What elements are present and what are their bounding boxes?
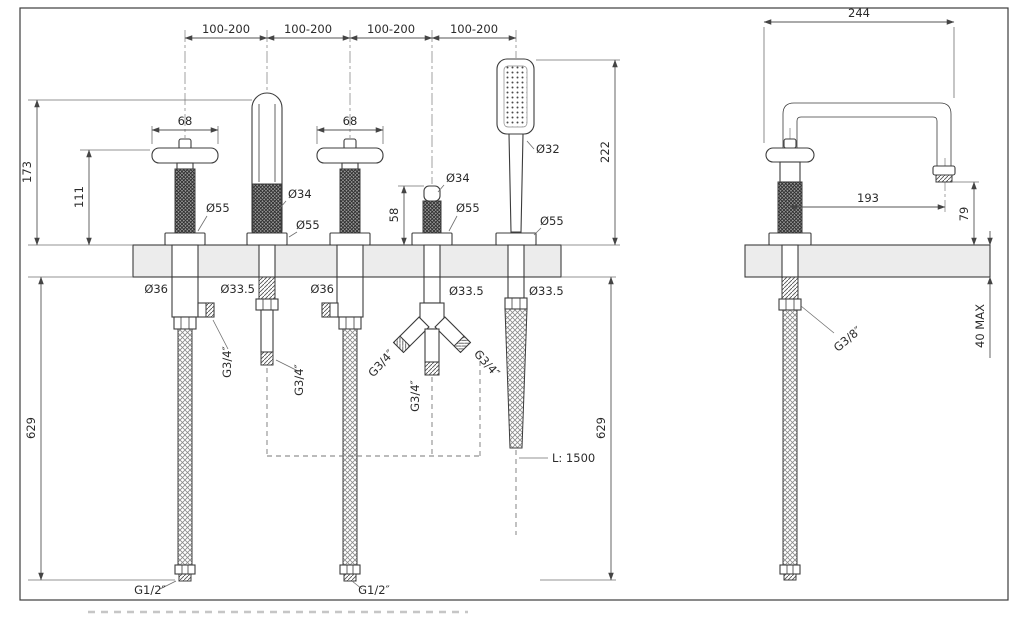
dim-hose-drop-right: 629 xyxy=(594,417,608,439)
dim-esc-dia-2: Ø55 xyxy=(296,218,320,232)
dim-handle-width-2: 68 xyxy=(343,114,358,128)
dim-spacing-3: 100-200 xyxy=(367,22,415,36)
thread-label-hose1: G1/2″ xyxy=(134,583,166,597)
swivel-spout xyxy=(765,102,956,581)
dim-handshower-height: 222 xyxy=(598,141,612,163)
dim-outlet-height: 79 xyxy=(957,207,971,222)
dim-shower-hose-length: L: 1500 xyxy=(552,451,595,465)
right-dimensions xyxy=(763,19,993,358)
dim-hose-drop-left: 629 xyxy=(24,417,38,439)
spray-face xyxy=(503,65,528,128)
dim-deck-max-thickness: 40 MAX xyxy=(973,304,987,348)
dim-body-dia-2: Ø36 xyxy=(310,282,334,296)
dim-hole-dia-spout: Ø33.5 xyxy=(220,282,255,296)
left-labels: 100-200 100-200 100-200 100-200 68 68 17… xyxy=(20,22,612,597)
dim-esc-dia-1: Ø55 xyxy=(206,201,230,215)
thread-label-right-spout: G3/8″ xyxy=(831,323,865,355)
dim-spacing-1: 100-200 xyxy=(202,22,250,36)
cross-handle-1 xyxy=(151,138,219,582)
supply-hose-2 xyxy=(342,328,358,566)
dim-hole-dia-diverter: Ø33.5 xyxy=(449,284,484,298)
left-dimensions xyxy=(28,35,620,590)
drawing-border xyxy=(19,7,1009,601)
dim-body-dia-1: Ø36 xyxy=(144,282,168,296)
centerlines xyxy=(184,30,517,184)
tub-spout xyxy=(246,92,288,366)
dim-hole-dia-holder: Ø33.5 xyxy=(529,284,564,298)
dim-diverter-height: 58 xyxy=(387,208,401,223)
right-labels: 244 193 79 40 MAX G3/8″ xyxy=(831,6,987,354)
left-drawing-bath-set: 100-200 100-200 100-200 100-200 68 68 17… xyxy=(20,22,620,597)
aerator xyxy=(932,165,956,176)
right-drawing-spout: 244 193 79 40 MAX G3/8″ xyxy=(744,6,993,581)
diverter xyxy=(392,185,472,376)
dim-esc-dia-4: Ø55 xyxy=(540,214,564,228)
dim-spout-projection: 193 xyxy=(857,191,879,205)
dim-spout-height: 173 xyxy=(20,161,34,183)
thread-label-handle1: G3/4″ xyxy=(220,345,234,377)
dim-spacing-4: 100-200 xyxy=(450,22,498,36)
dim-esc-dia-3: Ø55 xyxy=(456,201,480,215)
dim-spacing-2: 100-200 xyxy=(284,22,332,36)
dim-handshower-dia: Ø32 xyxy=(536,142,560,156)
thread-label-spout: G3/4″ xyxy=(292,363,306,395)
dim-handle-width-1: 68 xyxy=(178,114,193,128)
connection-routing-dashed xyxy=(266,350,481,457)
dim-handle-height: 111 xyxy=(72,186,86,208)
dim-spout-reach: 244 xyxy=(848,6,870,20)
supply-hose-right xyxy=(782,309,798,566)
thread-label-hose2: G1/2″ xyxy=(358,583,390,597)
cross-handle-2 xyxy=(316,138,384,582)
dim-spout-dia: Ø34 xyxy=(288,187,312,201)
thread-label-div-left: G3/4″ xyxy=(365,346,397,379)
thread-label-div-right: G3/4″ xyxy=(471,347,503,380)
handshower xyxy=(495,58,537,535)
shower-flex-hose xyxy=(504,308,528,449)
thread-label-div-bottom: G3/4″ xyxy=(408,379,422,411)
supply-hose-1 xyxy=(177,328,193,566)
dim-diverter-dia: Ø34 xyxy=(446,171,470,185)
